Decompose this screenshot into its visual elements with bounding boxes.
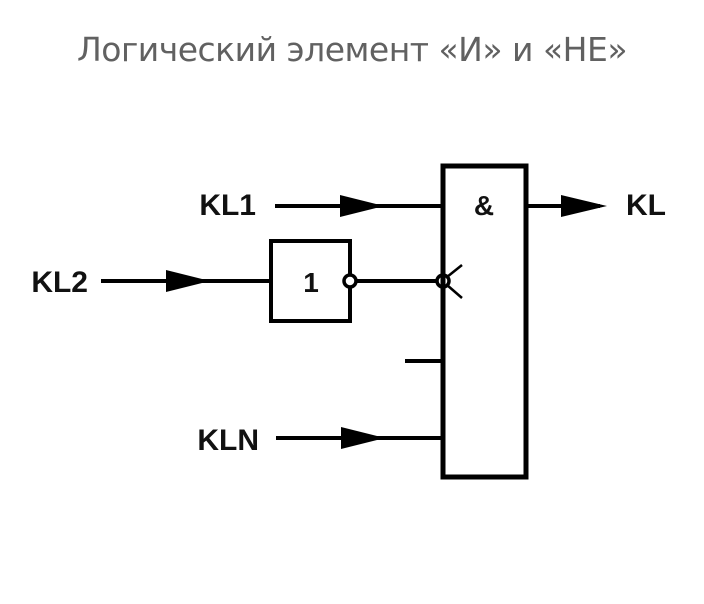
inversion-circle-icon: [342, 273, 358, 289]
not-gate-symbol: 1: [303, 267, 319, 298]
arrow-icon: [341, 427, 385, 449]
output-label-kl: KL: [626, 189, 666, 222]
input-label-kl2: KL2: [31, 266, 88, 299]
diagram-title: Логический элемент «И» и «НЕ»: [76, 30, 628, 69]
arrow-icon: [561, 195, 607, 217]
and-gate-symbol: &: [474, 190, 494, 221]
inversion-mark-icon: [446, 284, 463, 299]
input-label-kln: KLN: [197, 424, 259, 457]
and-gate-box: [440, 163, 529, 480]
arrow-icon: [340, 195, 384, 217]
input-label-kl1: KL1: [199, 189, 256, 222]
inversion-mark-icon: [446, 264, 463, 278]
arrow-icon: [166, 270, 210, 292]
